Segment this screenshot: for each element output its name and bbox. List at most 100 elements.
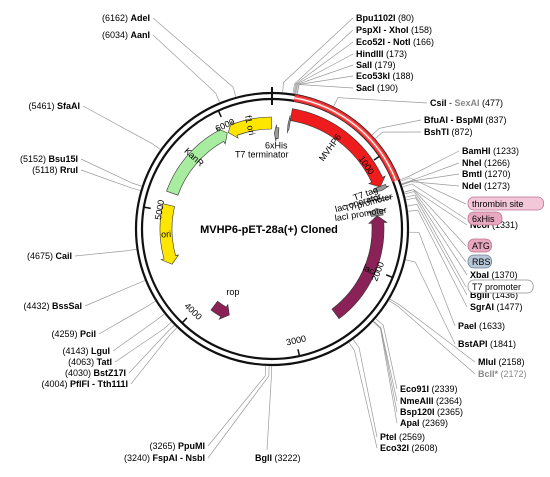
site-leader <box>294 53 354 95</box>
site-position: (2569) <box>397 432 426 442</box>
feature-rop <box>210 300 230 320</box>
site-leader <box>408 231 456 327</box>
backbone-layer <box>134 87 410 367</box>
site-label: (4030) BstZ17I <box>65 368 126 378</box>
feature-t7-terminator <box>274 124 280 142</box>
site-leader <box>207 365 267 447</box>
site-position: (158) <box>409 25 433 35</box>
site-apai: ApaI (2369) <box>400 418 448 428</box>
site-enzyme-name: HindIII <box>356 49 384 59</box>
feature-label-f1-ori: f1 ori <box>243 114 257 136</box>
feature-label-rop: rop <box>226 287 239 297</box>
site-enzyme-name: SalI <box>356 60 372 70</box>
site-label: SgrAI (1477) <box>470 302 523 312</box>
site-leader <box>292 29 354 94</box>
site-enzyme-name: SfaAI <box>57 101 80 111</box>
feature-kanr <box>166 127 228 196</box>
site-sali: SalI (179) <box>356 60 396 70</box>
site-position: (1370) <box>489 270 518 280</box>
site-label: (3265) PpuMI <box>149 441 205 451</box>
site-position: (2364) <box>434 396 463 406</box>
site-enzyme-name: BmtI <box>462 169 482 179</box>
site-leader <box>266 365 272 451</box>
site-label: ApaI (2369) <box>400 418 448 428</box>
site-csii: CsiI - SexAI (477) <box>430 98 503 108</box>
site-bsp120i: Bsp120I (2365) <box>400 407 463 417</box>
site-leader <box>388 300 476 375</box>
tag-pill <box>467 211 503 226</box>
site-position: (5461) <box>28 101 57 111</box>
site-label: NmeAIII (2364) <box>400 396 462 406</box>
site-paei: PaeI (1633) <box>458 321 505 331</box>
site-position: (6162) <box>102 13 131 23</box>
site-separator: - <box>447 98 455 108</box>
tick-label: 3000 <box>285 333 307 347</box>
site-leader <box>128 324 175 374</box>
site-enzyme-name: NdeI <box>462 181 482 191</box>
site-saci: SacI (190) <box>356 83 398 93</box>
feature-f1-ori <box>227 116 272 139</box>
site-label: Eco32I (2608) <box>380 443 438 453</box>
site-enzyme-name: PaeI <box>458 321 477 331</box>
site-enzyme-name: LguI <box>91 346 110 356</box>
feature-laci <box>331 215 388 320</box>
site-label: (4259) PciI <box>51 329 96 339</box>
site-leader <box>374 131 422 139</box>
site-leader <box>293 41 354 94</box>
site-enzyme-name: BclI* <box>478 369 499 379</box>
site-position: (1233) <box>491 146 520 156</box>
site-position: (179) <box>372 60 396 70</box>
site-enzyme-name: MluI <box>478 357 496 367</box>
site-enzyme-name: Eco52I - NotI <box>356 37 411 47</box>
site-leader <box>295 64 354 95</box>
site-label: CsiI - SexAI (477) <box>430 98 503 108</box>
site-eco52i-noti: Eco52I - NotI (166) <box>356 37 434 47</box>
site-label: BamHI (1233) <box>462 146 519 156</box>
site-position: (4259) <box>51 329 80 339</box>
site-position: (1633) <box>477 321 506 331</box>
site-leader <box>401 181 460 187</box>
tag-leader <box>405 197 467 288</box>
feature-mvhp6 <box>290 108 386 188</box>
site-label: Bsp120I (2365) <box>400 407 463 417</box>
site-enzyme-name: PspXI - XhoI <box>356 25 409 35</box>
site-leader <box>152 34 220 103</box>
site-ppumi: (3265) PpuMI <box>149 441 205 451</box>
site-position: (188) <box>390 71 414 81</box>
site-leader <box>296 84 354 95</box>
site-enzyme-name: BshTI <box>424 127 449 137</box>
site-pspxi-xhoi: PspXI - XhoI (158) <box>356 25 432 35</box>
site-label: (6034) AanI <box>102 30 150 40</box>
site-position: (872) <box>449 127 473 137</box>
site-label: BglII (1436) <box>470 290 518 300</box>
site-ndei: NdeI (1273) <box>462 181 510 191</box>
site-enzyme-name: BglII <box>470 290 490 300</box>
site-eco91i: Eco91I (2339) <box>400 384 458 394</box>
site-leader <box>84 280 146 307</box>
feature-label-6xhis: 6xHis <box>265 141 288 151</box>
site-enzyme-name: BssSaI <box>52 301 82 311</box>
site-position: (190) <box>375 83 399 93</box>
map-title: MVHP6-pET-28a(+) Cloned <box>200 224 338 236</box>
tag-pill <box>467 254 493 269</box>
site-label: (6162) AdeI <box>102 13 150 23</box>
site-label: BshTI (872) <box>424 127 473 137</box>
feature-6xhis <box>287 115 292 134</box>
site-lgui: (4143) LguI <box>62 346 110 356</box>
site-leader <box>352 339 378 438</box>
site-label: Eco53kI (188) <box>356 71 414 81</box>
tag-pill <box>467 279 534 294</box>
site-mlui: MluI (2158) <box>478 357 525 367</box>
site-enzyme-name: CsiI <box>430 98 447 108</box>
site-tati: (4063) TatI <box>68 357 112 367</box>
site-bpu1102i: Bpu1102I (80) <box>356 13 414 23</box>
site-leader <box>80 158 142 187</box>
site-leader <box>406 203 468 296</box>
site-pcii: (4259) PciI <box>51 329 96 339</box>
site-leader <box>399 150 460 181</box>
site-leader <box>405 194 468 276</box>
site-rrui: (5118) RruI <box>32 165 78 175</box>
site-position: (4063) <box>68 357 97 367</box>
site-enzyme-name: BglI <box>255 453 272 463</box>
site-adei: (6162) AdeI <box>102 13 150 23</box>
